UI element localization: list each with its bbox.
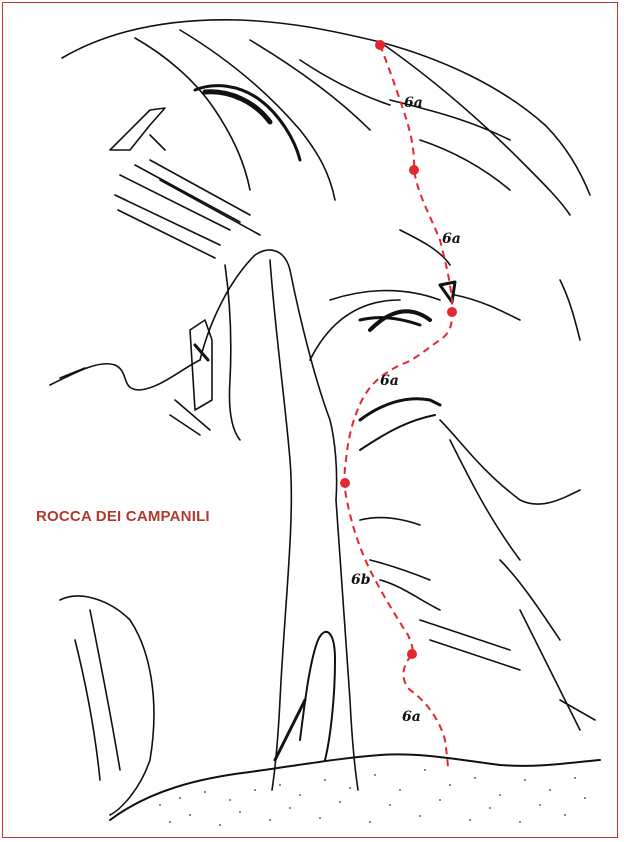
belay-stations xyxy=(340,40,457,659)
belay-station xyxy=(407,649,417,659)
ground-stipple xyxy=(159,769,586,826)
belay-station xyxy=(409,165,419,175)
pitch-grade-1: 6a xyxy=(404,95,423,111)
pitch-grade-2: 6a xyxy=(442,231,461,247)
route-line xyxy=(344,45,452,770)
belay-station xyxy=(375,40,385,50)
pitch-grade-5: 6a xyxy=(402,709,421,725)
crag-name: ROCCA DEI CAMPANILI xyxy=(36,508,210,525)
pitch-grade-3: 6a xyxy=(380,373,399,389)
rock-drawing xyxy=(50,20,600,820)
belay-station xyxy=(340,478,350,488)
pitch-grade-4: 6b xyxy=(351,572,371,588)
belay-station xyxy=(447,307,457,317)
